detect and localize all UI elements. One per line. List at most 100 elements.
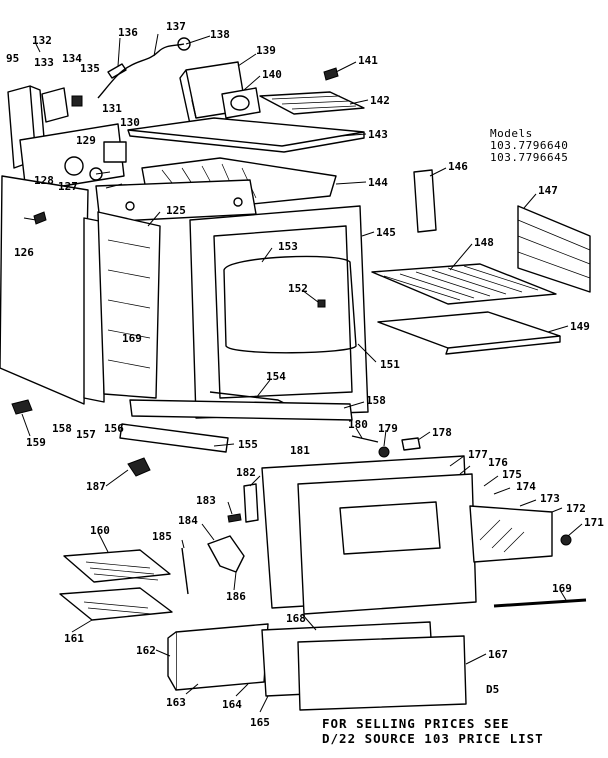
- callout-151: 151: [380, 358, 400, 371]
- part-oven-rack: [371, 263, 557, 305]
- callout-165: 165: [250, 716, 270, 729]
- part-switch: [71, 95, 83, 107]
- callout-158-side: 158: [52, 422, 72, 435]
- callout-163: 163: [166, 696, 186, 709]
- callout-143: 143: [368, 128, 388, 141]
- part-door-glass: [469, 505, 553, 563]
- callout-157: 157: [76, 428, 96, 441]
- callout-128: 128: [34, 174, 54, 187]
- part-wire-harness: [97, 43, 185, 99]
- part-foot: [11, 399, 33, 415]
- leader-lines: [21, 33, 583, 713]
- part-insulation: [83, 217, 105, 403]
- callout-134: 134: [62, 52, 82, 65]
- part-broiler-pan: [377, 311, 561, 349]
- part-shelf-bracket: [413, 169, 437, 233]
- part-burner-grate: [63, 549, 171, 583]
- callout-135: 135: [80, 62, 100, 75]
- callout-169-right: 169: [552, 582, 572, 595]
- callout-180: 180: [348, 418, 368, 431]
- callout-174: 174: [516, 480, 536, 493]
- callout-187: 187: [86, 480, 106, 493]
- part-door-gasket: [223, 255, 357, 354]
- callout-152: 152: [288, 282, 308, 295]
- part-drip-pan: [59, 587, 173, 621]
- part-control-knob: [127, 457, 151, 477]
- part-timer: [221, 87, 261, 119]
- part-inner-liner: [97, 211, 161, 399]
- callout-145: 145: [376, 226, 396, 239]
- callout-144: 144: [368, 176, 388, 189]
- part-bottom-panel: [129, 399, 353, 421]
- callout-171: 171: [584, 516, 604, 529]
- callout-175: 175: [502, 468, 522, 481]
- model-number-2: 103.7796645: [490, 151, 569, 164]
- part-screw: [33, 211, 47, 225]
- callout-125: 125: [166, 204, 186, 217]
- callout-173: 173: [540, 492, 560, 505]
- part-bottom-rail: [119, 423, 229, 453]
- callout-141: 141: [358, 54, 378, 67]
- part-door-handle-end: [560, 534, 572, 546]
- callout-158-bottom: 158: [366, 394, 386, 407]
- callout-139: 139: [256, 44, 276, 57]
- callout-177: 177: [468, 448, 488, 461]
- callout-186: 186: [226, 590, 246, 603]
- callout-148: 148: [474, 236, 494, 249]
- callout-137: 137: [166, 20, 186, 33]
- callout-167: 167: [488, 648, 508, 661]
- callout-162: 162: [136, 644, 156, 657]
- callout-179: 179: [378, 422, 398, 435]
- callout-131: 131: [102, 102, 122, 115]
- callout-155: 155: [238, 438, 258, 451]
- callout-126: 126: [14, 246, 34, 259]
- part-door-hinge: [243, 483, 259, 523]
- part-rod: [181, 547, 189, 595]
- price-note: FOR SELLING PRICES SEE D/22 SOURCE 103 P…: [322, 716, 544, 746]
- callout-176: 176: [488, 456, 508, 469]
- callout-172: 172: [566, 502, 586, 515]
- callout-127: 127: [58, 180, 78, 193]
- callout-133: 133: [34, 56, 54, 69]
- part-control-bracket: [41, 87, 69, 123]
- callout-130: 130: [120, 116, 140, 129]
- callout-129: 129: [76, 134, 96, 147]
- callout-147: 147: [538, 184, 558, 197]
- price-note-line-2: D/22 SOURCE 103 PRICE LIST: [322, 731, 544, 746]
- callout-185: 185: [152, 530, 172, 543]
- part-drawer-body: [175, 623, 269, 691]
- models-heading: Models: [490, 127, 533, 140]
- callout-136: 136: [118, 26, 138, 39]
- callout-149: 149: [570, 320, 590, 333]
- callout-138: 138: [210, 28, 230, 41]
- callout-140: 140: [262, 68, 282, 81]
- part-clip: [323, 67, 339, 81]
- callout-168: 168: [286, 612, 306, 625]
- callout-132: 132: [32, 34, 52, 47]
- callout-142: 142: [370, 94, 390, 107]
- parts-line-art: [0, 37, 591, 711]
- callout-154: 154: [266, 370, 286, 383]
- callout-182: 182: [236, 466, 256, 479]
- callout-labels: 95 132 133 134 135 136 137 138 139 140 1…: [6, 20, 604, 729]
- callout-153: 153: [278, 240, 298, 253]
- part-sensor: [317, 299, 326, 308]
- callout-160: 160: [90, 524, 110, 537]
- callout-164: 164: [222, 698, 242, 711]
- part-hinge-pin: [351, 435, 379, 443]
- callout-161: 161: [64, 632, 84, 645]
- part-side-rack: [517, 205, 591, 293]
- callout-183: 183: [196, 494, 216, 507]
- callout-159: 159: [26, 436, 46, 449]
- part-cooktop: [127, 117, 365, 147]
- model-number-1: 103.7796640: [490, 139, 569, 152]
- callout-178-top: 178: [432, 426, 452, 439]
- price-note-line-1: FOR SELLING PRICES SEE: [322, 716, 510, 731]
- sheet-code: D5: [486, 683, 500, 696]
- callout-156: 156: [104, 422, 124, 435]
- part-knob: [64, 156, 84, 176]
- part-door-handle: [493, 598, 587, 608]
- callout-169-left: 169: [122, 332, 142, 345]
- part-side-panel: [0, 175, 89, 405]
